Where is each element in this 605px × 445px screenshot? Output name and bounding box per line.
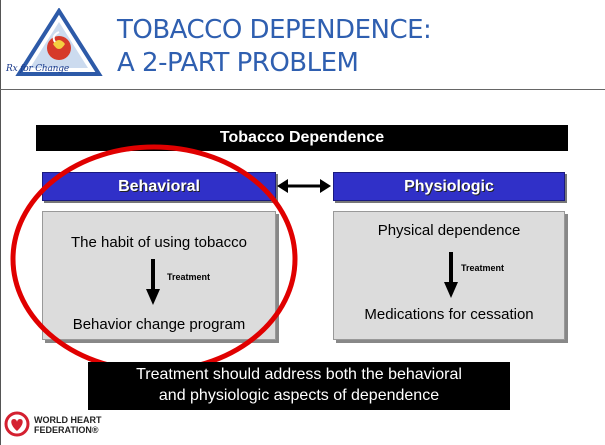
title-line-1: TOBACCO DEPENDENCE: [117,15,432,45]
whf-line-2: FEDERATION® [34,425,99,435]
behavioral-top-text: The habit of using tobacco [71,234,247,251]
behavioral-bottom-text: Behavior change program [72,316,246,333]
down-arrow-icon [444,252,458,298]
tobacco-dependence-banner: Tobacco Dependence [36,125,568,151]
physiologic-box: Physical dependence Treatment Medication… [333,211,565,340]
world-heart-federation-label: WORLD HEART FEDERATION® [34,415,154,435]
title-line-2: A 2-PART PROBLEM [117,48,359,78]
behavioral-treatment-label: Treatment [167,272,211,282]
physiologic-bottom-text: Medications for cessation [364,306,534,323]
rx-for-change-logo [15,8,103,76]
highlight-oval [10,144,298,374]
heart-logo-icon [4,411,30,437]
double-arrow-icon [277,179,331,193]
summary-note-line-1: Treatment should address both the behavi… [136,366,462,383]
summary-note-line-2: and physiologic aspects of dependence [158,387,440,404]
whf-line-1: WORLD HEART [34,415,102,425]
slide-title: TOBACCO DEPENDENCE: A 2-PART PROBLEM [117,14,577,80]
physiologic-top-text: Physical dependence [377,222,521,239]
logo-caption: Rx for Change [6,64,69,74]
down-arrow-icon [146,259,160,305]
physiologic-treatment-label: Treatment [461,263,505,273]
slide-left-border [0,0,1,445]
summary-note: Treatment should address both the behavi… [88,362,510,410]
physiologic-header: Physiologic [333,172,565,201]
title-divider [0,89,605,90]
behavioral-header: Behavioral [42,172,276,201]
behavioral-box: The habit of using tobacco Treatment Beh… [42,211,276,340]
